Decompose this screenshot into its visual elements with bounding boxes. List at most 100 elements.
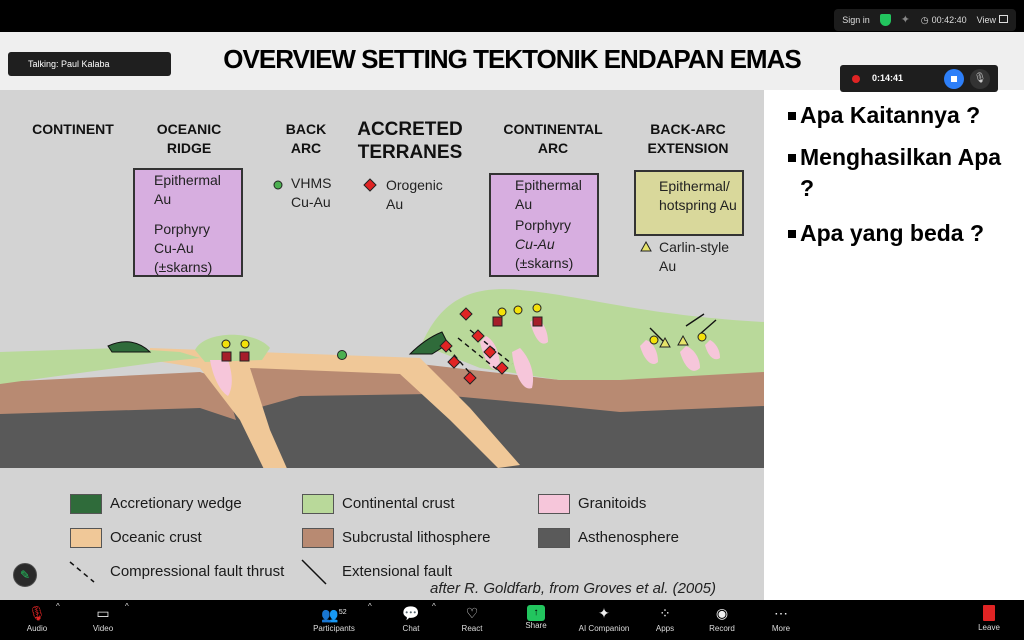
annotate-pen-icon[interactable]: ✎ (13, 563, 37, 587)
ext-epithermal-marker (649, 335, 659, 345)
meeting-timer: ◷ 00:42:40 (921, 15, 967, 26)
ai-sparkle-icon: ✦ (598, 605, 610, 621)
legend-swatch-asthenosphere (538, 528, 570, 548)
apps-button[interactable]: ⁘ Apps (650, 602, 680, 638)
top-bar: Sign in ✦ ◷ 00:42:40 View (0, 0, 1024, 32)
arc-crust (420, 289, 764, 380)
meeting-timer-text: 00:42:40 (931, 15, 967, 25)
setting-continental-arc: CONTINENTAL ARC (503, 121, 603, 156)
video-camera-icon: ▭ (96, 605, 110, 621)
recording-bar: 0:14:41 🎙 (840, 65, 998, 92)
subcrustal-right (560, 370, 764, 412)
legend-carlin (640, 240, 652, 252)
oceanic-crust-slab (150, 348, 520, 498)
legend-orogenic (363, 178, 377, 192)
ridge-porphyry-marker (221, 351, 232, 362)
chat-button[interactable]: 💬 Chat (396, 602, 426, 638)
sign-in-button[interactable]: Sign in (842, 15, 870, 25)
more-dots-icon: ⋯ (774, 605, 788, 621)
heart-icon: ♡ (465, 605, 479, 621)
arc-porphyry-label-2: Cu-Au (515, 236, 555, 252)
leave-button[interactable]: Leave (974, 602, 1004, 638)
microphone-icon[interactable]: 🎙 (970, 69, 990, 89)
legend-granitoids: Granitoids (578, 495, 647, 512)
accreted-orogenic-label: Orogenic Au (386, 177, 443, 212)
backarc-vhms-label: VHMS Cu-Au (291, 175, 332, 210)
shared-screen: OVERVIEW SETTING TEKTONIK ENDAPAN EMAS T… (0, 32, 1024, 600)
backarc-vhms-marker (337, 350, 347, 360)
chat-icon: 💬 (402, 605, 420, 621)
ai-spark-icon[interactable]: ✦ (900, 14, 910, 26)
arc-porphyry-marker (532, 316, 543, 327)
recording-time: 0:14:41 (872, 73, 904, 83)
cross-section-diagram (0, 177, 764, 600)
ridge-epithermal-label: Epithermal Au (154, 172, 221, 207)
legend-swatch-accretionary (70, 494, 102, 514)
clock-icon: ◷ (920, 14, 929, 25)
talking-indicator: Talking: Paul Kalaba (8, 52, 171, 76)
arc-epithermal-marker (532, 303, 542, 313)
ext-epithermal-marker (697, 332, 707, 342)
extensional-legend-line (301, 559, 327, 585)
ridge-porphyry-label: Porphyry Cu-Au (±skarns) (154, 221, 213, 275)
audio-options-chevron-icon[interactable]: ^ (56, 602, 60, 611)
legend-compressional-fault: Compressional fault thrust (110, 563, 285, 580)
view-button[interactable]: View (977, 15, 1008, 25)
ai-companion-button[interactable]: ✦ AI Companion (574, 602, 634, 638)
granitoid-ext-3 (705, 340, 720, 360)
bullet-3: Apa yang beda ? (788, 218, 1010, 249)
legend-extensional-fault: Extensional fault (342, 563, 453, 580)
chat-options-chevron-icon[interactable]: ^ (432, 602, 436, 611)
subcrustal-middle (240, 364, 560, 410)
granitoid-ext-1 (640, 340, 658, 365)
continental-crust-left (0, 348, 200, 384)
legend-accretionary-wedge: Accretionary wedge (110, 495, 242, 512)
tectonic-figure: CONTINENT OCEANIC RIDGE BACK ARC ACCRETE… (0, 90, 764, 600)
ridge-deposit-box (133, 168, 243, 277)
legend-swatch-continental (302, 494, 334, 514)
setting-continent: CONTINENT (32, 121, 114, 137)
granitoid-arc-2 (512, 348, 534, 389)
record-icon: ◉ (715, 605, 729, 621)
granitoid-ridge (210, 360, 232, 396)
ext-epithermal-label: Epithermal/ hotspring Au (659, 178, 737, 213)
wedge-left (107, 341, 152, 353)
participants-icon: 👥52 (321, 606, 347, 623)
figure-credit: after R. Goldfarb, from Groves et al. (2… (430, 580, 716, 597)
legend-continental-crust: Continental crust (342, 495, 455, 512)
legend-swatch-granitoids (538, 494, 570, 514)
ridge-epithermal-marker (240, 339, 250, 349)
arc-epithermal-marker (513, 305, 523, 315)
recording-dot-icon (852, 75, 860, 83)
granitoid-ext-2 (680, 346, 700, 371)
apps-icon: ⁘ (659, 605, 671, 621)
subcrustal-left (0, 372, 236, 420)
grid-icon (999, 15, 1008, 23)
legend-swatch-oceanic (70, 528, 102, 548)
stop-recording-button[interactable] (944, 69, 964, 89)
arc-porphyry-label-3: (±skarns) (515, 255, 574, 271)
ridge-epithermal-marker (221, 339, 231, 349)
share-button[interactable]: ↑ Share (525, 605, 547, 630)
arc-porphyry-marker (492, 316, 503, 327)
more-button[interactable]: ⋯ More (766, 602, 796, 638)
security-shield-icon[interactable] (879, 14, 891, 26)
participants-button[interactable]: 👥52 Participants (308, 602, 360, 638)
legend-vhms (273, 180, 283, 190)
react-button[interactable]: ♡ React (456, 602, 488, 638)
microphone-muted-icon: 🎙 (28, 605, 46, 621)
record-button[interactable]: ◉ Record (704, 602, 740, 638)
legend-background (0, 468, 764, 600)
top-right-controls: Sign in ✦ ◷ 00:42:40 View (834, 9, 1016, 31)
ext-carlin-label: Carlin-style Au (659, 239, 730, 274)
audio-button[interactable]: 🎙 Audio (20, 602, 54, 638)
video-options-chevron-icon[interactable]: ^ (125, 602, 129, 611)
extension-deposit-box (634, 170, 744, 236)
participants-options-chevron-icon[interactable]: ^ (368, 602, 372, 611)
arc-deposit-box (489, 173, 599, 277)
legend-swatch-subcrustal (302, 528, 334, 548)
setting-accreted-terranes: ACCRETED TERRANES (357, 119, 463, 163)
ridge-porphyry-marker (239, 351, 250, 362)
extensional-faults (649, 313, 717, 343)
video-button[interactable]: ▭ Video (86, 602, 120, 638)
